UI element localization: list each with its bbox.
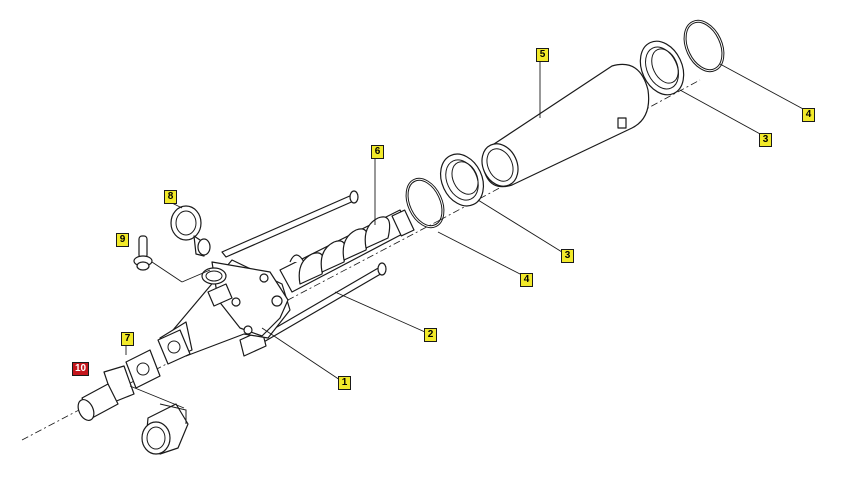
o-ring-part-4-lower bbox=[405, 177, 445, 229]
valve-fitting-detail bbox=[141, 403, 189, 455]
housing-body-part-1 bbox=[159, 259, 291, 361]
tie-rods-part-2 bbox=[221, 190, 387, 357]
flange-ring-part-3-upper bbox=[639, 40, 685, 96]
leader-lines bbox=[125, 62, 806, 409]
flange-ring-part-3-lower bbox=[439, 153, 485, 207]
cylinder-tube-part-5 bbox=[481, 63, 650, 188]
callout-part-4-upper: 4 bbox=[802, 108, 815, 122]
callout-part-7: 7 bbox=[121, 332, 134, 346]
o-ring-part-4-upper bbox=[683, 19, 725, 73]
center-axis-upper bbox=[439, 79, 701, 221]
callout-part-4-lower: 4 bbox=[520, 273, 533, 287]
outlet-pipe-part-10 bbox=[77, 365, 135, 421]
callout-part-6: 6 bbox=[371, 145, 384, 159]
plug-part-9 bbox=[133, 235, 153, 271]
callout-part-8: 8 bbox=[164, 190, 177, 204]
gauge-part-8 bbox=[170, 205, 211, 257]
gaskets-part-7 bbox=[125, 329, 191, 389]
callout-part-10: 10 bbox=[72, 362, 90, 376]
callout-part-3-upper: 3 bbox=[759, 133, 772, 147]
callout-part-2: 2 bbox=[424, 328, 437, 342]
callout-part-1: 1 bbox=[338, 376, 351, 390]
callout-part-9: 9 bbox=[116, 233, 129, 247]
callout-part-3-lower: 3 bbox=[561, 249, 574, 263]
callout-part-5: 5 bbox=[536, 48, 549, 62]
auger-screw-part-6 bbox=[279, 209, 415, 293]
